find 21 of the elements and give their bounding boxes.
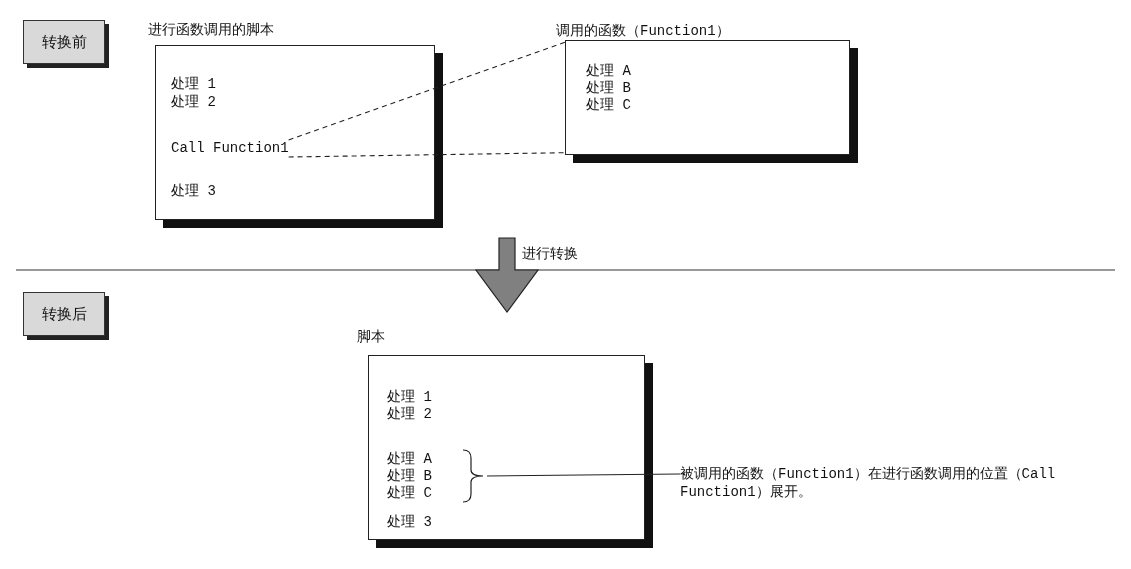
code-line: 处理 B bbox=[586, 80, 631, 97]
code-line: 处理 1 bbox=[171, 76, 216, 93]
arrow-label: 进行转换 bbox=[522, 246, 578, 263]
box-heading: 脚本 bbox=[357, 329, 385, 346]
code-line: 处理 3 bbox=[171, 183, 216, 200]
leader-line bbox=[486, 473, 681, 477]
code-line: 处理 1 bbox=[387, 389, 432, 406]
code-line: 处理 C bbox=[387, 485, 432, 502]
code-line: 处理 C bbox=[586, 97, 631, 114]
code-line: Call Function1 bbox=[171, 140, 289, 156]
box-heading: 进行函数调用的脚本 bbox=[148, 22, 274, 39]
box-heading: 调用的函数（Function1） bbox=[556, 23, 730, 40]
code-line: 处理 A bbox=[387, 451, 432, 468]
code-line: 处理 B bbox=[387, 468, 432, 485]
code-line: 处理 3 bbox=[387, 514, 432, 531]
code-line: 处理 2 bbox=[171, 94, 216, 111]
code-line: 处理 A bbox=[586, 63, 631, 80]
note-text: 被调用的函数（Function1）在进行函数调用的位置（Call Function1）展开。 bbox=[680, 465, 1057, 501]
dashed-line bbox=[288, 41, 566, 141]
dashed-line bbox=[288, 152, 566, 158]
code-line: 处理 2 bbox=[387, 406, 432, 423]
